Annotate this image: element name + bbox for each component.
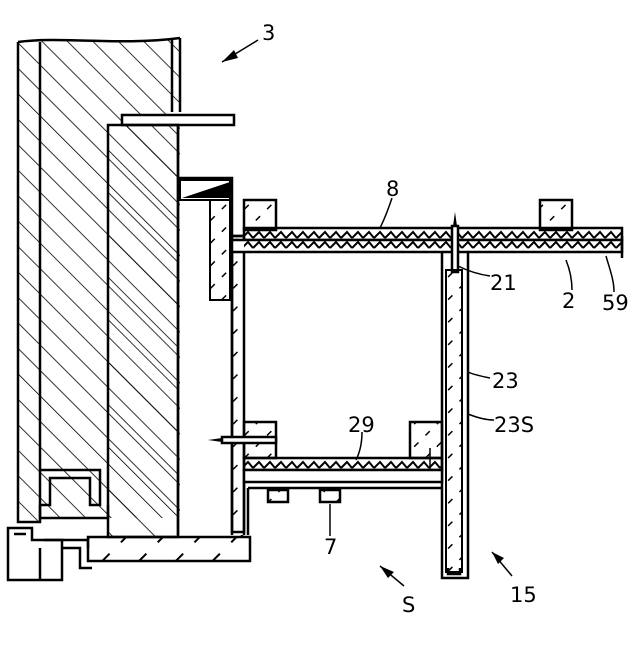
- insulation-block: [108, 125, 178, 537]
- pin-21: [452, 212, 458, 272]
- feet-7: [268, 490, 340, 502]
- label-8: 8: [386, 177, 399, 201]
- label-s: S: [402, 593, 415, 617]
- inner-frame: [178, 125, 232, 535]
- label-59: 59: [602, 291, 629, 315]
- nail-left: [208, 437, 276, 443]
- vertical-panel-23: [442, 252, 468, 578]
- label-15: 15: [510, 583, 537, 607]
- bottom-sill-plate: [88, 535, 250, 561]
- leader-lines: [222, 40, 614, 586]
- top-panel-8: [232, 200, 622, 258]
- top-bracket-plate: [122, 115, 234, 125]
- label-29: 29: [348, 413, 375, 437]
- label-7: 7: [324, 535, 337, 559]
- label-2: 2: [562, 289, 575, 313]
- label-3: 3: [262, 21, 275, 45]
- label-23s: 23S: [494, 413, 534, 437]
- box-left-wall: [232, 236, 244, 532]
- label-23: 23: [492, 369, 519, 393]
- label-21: 21: [490, 271, 517, 295]
